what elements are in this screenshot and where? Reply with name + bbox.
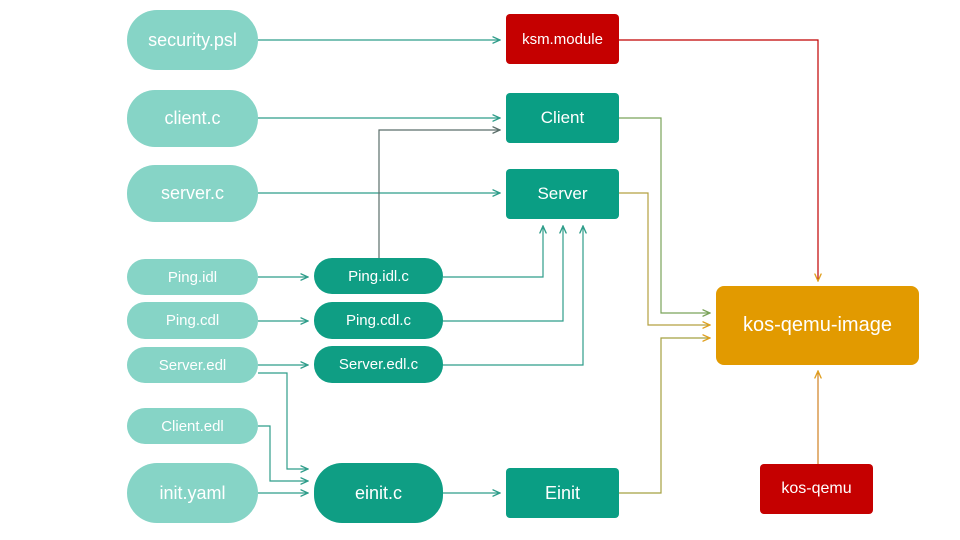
arrow-pingcdlc-to-server bbox=[443, 226, 563, 322]
node-label: server.c bbox=[160, 183, 225, 203]
arrow-serveredl-to-einitc bbox=[258, 372, 308, 469]
node-label: Ping.cdl.c bbox=[345, 312, 412, 329]
arrow-clientedl-to-einitc bbox=[258, 425, 308, 481]
ping-idl-c-node: Ping.idl.c bbox=[314, 258, 443, 294]
node-label: Server.edl.c bbox=[338, 356, 419, 373]
node-label: ksm.module bbox=[522, 30, 603, 48]
einit-binary-node: Einit bbox=[506, 468, 619, 518]
einit-c-node: einit.c bbox=[314, 463, 443, 523]
node-label: init.yaml bbox=[159, 482, 226, 503]
arrow-pingidlc-to-client bbox=[378, 130, 500, 258]
ksm-module-node: ksm.module bbox=[506, 14, 619, 64]
node-label: Ping.idl bbox=[167, 268, 218, 286]
ping-idl-node: Ping.idl bbox=[127, 259, 258, 295]
node-label: Client bbox=[540, 108, 585, 127]
server-edl-node: Server.edl bbox=[127, 347, 258, 383]
client-c-node: client.c bbox=[127, 90, 258, 147]
node-label: client.c bbox=[164, 108, 221, 128]
node-label: Einit bbox=[544, 482, 580, 503]
arrow-client-to-image bbox=[619, 117, 710, 313]
server-edl-c-node: Server.edl.c bbox=[314, 346, 443, 383]
arrow-einit-to-image bbox=[619, 338, 710, 494]
arrow-ksm-to-image bbox=[619, 39, 819, 280]
node-label: Client.edl bbox=[161, 417, 224, 435]
ping-cdl-node: Ping.cdl bbox=[127, 302, 258, 339]
node-label: Ping.cdl bbox=[165, 312, 220, 329]
arrow-serveredlc-to-server bbox=[443, 226, 583, 366]
node-label: kos-qemu-image bbox=[743, 314, 892, 336]
ping-cdl-c-node: Ping.cdl.c bbox=[314, 302, 443, 339]
server-c-node: server.c bbox=[127, 165, 258, 222]
node-label: kos-qemu bbox=[781, 480, 852, 497]
server-binary-node: Server bbox=[506, 169, 619, 219]
kos-qemu-image-node: kos-qemu-image bbox=[716, 286, 919, 365]
node-label: Server.edl bbox=[158, 356, 227, 374]
node-label: Ping.idl.c bbox=[348, 267, 409, 285]
node-label: Server bbox=[537, 184, 588, 203]
client-edl-node: Client.edl bbox=[127, 408, 258, 444]
init-yaml-node: init.yaml bbox=[127, 463, 258, 523]
kos-qemu-node: kos-qemu bbox=[760, 464, 873, 514]
node-label: security.psl bbox=[148, 29, 237, 50]
security-psl-node: security.psl bbox=[127, 10, 258, 70]
arrow-pingidlc-to-server bbox=[443, 226, 543, 278]
arrow-server-to-image bbox=[619, 192, 710, 325]
client-binary-node: Client bbox=[506, 93, 619, 143]
node-label: einit.c bbox=[354, 482, 403, 503]
